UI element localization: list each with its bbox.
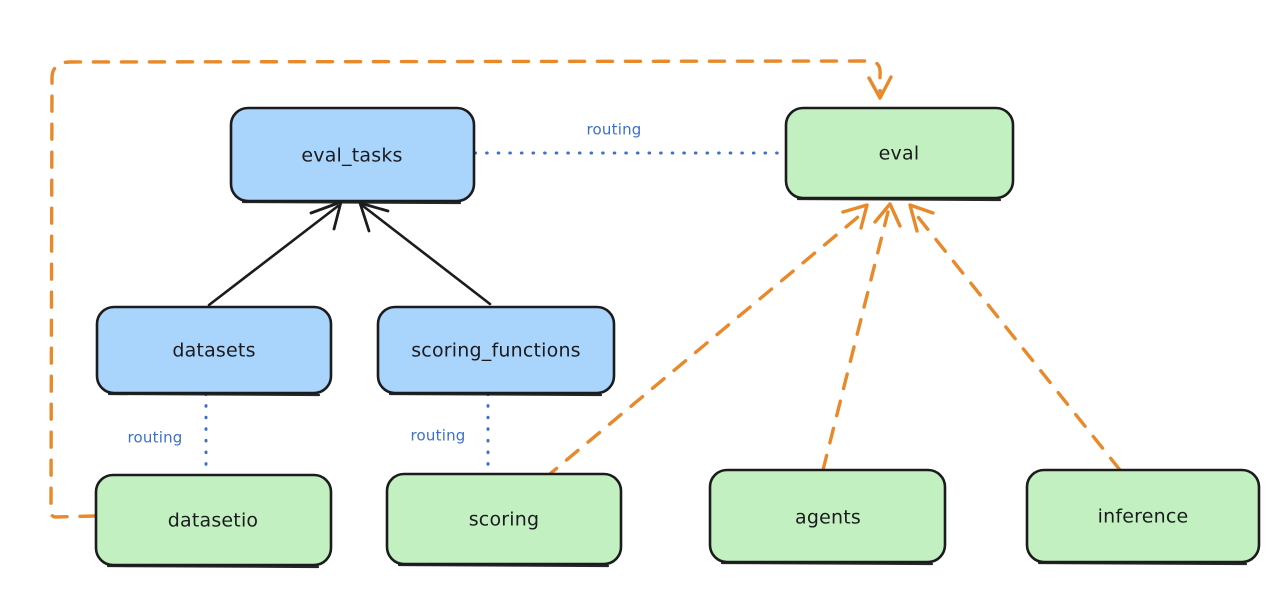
edge-datasetio-to-eval [48,59,893,519]
node-label-scoring-functions: scoring_functions [411,340,581,362]
edge-label-routing-eval-tasks: routing [587,121,642,139]
edge-label-routing-scoring-functions: routing [411,427,466,445]
edge-datasets-to-eval-tasks [207,200,343,307]
node-scoring-functions[interactable]: scoring_functions [376,305,616,397]
node-label-eval: eval [879,143,920,165]
node-label-agents: agents [795,507,861,529]
node-scoring[interactable]: scoring [385,472,623,568]
node-label-inference: inference [1098,506,1189,528]
node-datasetio[interactable]: datasetio [94,473,333,569]
edge-agents-to-eval [821,202,902,472]
node-label-scoring: scoring [469,509,540,531]
edge-label-routing-datasets: routing [128,429,183,447]
edge-scoring-functions-to-eval-tasks [358,201,492,306]
node-label-eval-tasks: eval_tasks [301,145,402,167]
node-label-datasetio: datasetio [168,510,259,532]
edge-scoring-to-eval [543,203,869,480]
node-datasets[interactable]: datasets [95,305,333,397]
node-inference[interactable]: inference [1025,468,1261,566]
node-eval[interactable]: eval [784,106,1015,202]
node-label-datasets: datasets [172,340,255,362]
node-eval-tasks[interactable]: eval_tasks [229,106,476,205]
edge-inference-to-eval [908,203,1122,472]
node-agents[interactable]: agents [708,468,947,566]
